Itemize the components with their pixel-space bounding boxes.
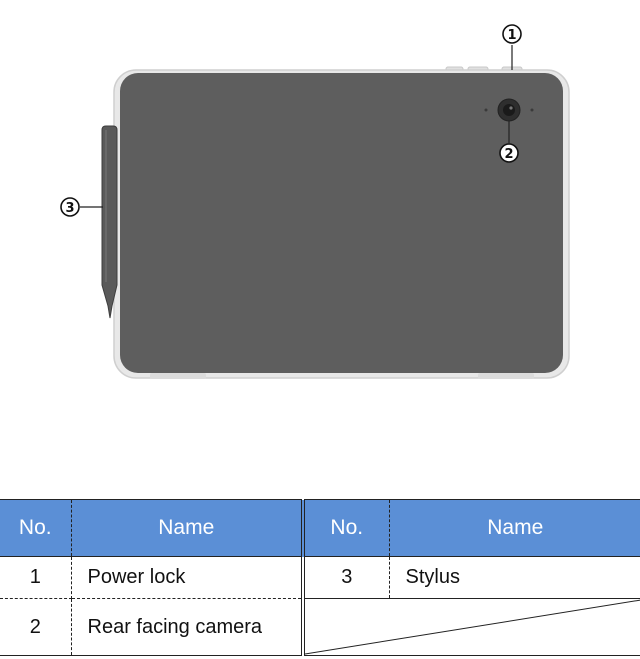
svg-text:2: 2 xyxy=(504,147,513,162)
header-no-right: No. xyxy=(303,499,390,557)
row2-no-left: 2 xyxy=(0,598,72,656)
stylus xyxy=(101,125,118,319)
svg-text:3: 3 xyxy=(65,201,74,216)
callout-3: 3 xyxy=(60,197,80,217)
flash-dot-right xyxy=(530,108,534,112)
row1-no-left: 1 xyxy=(0,556,72,599)
row1-no-right: 3 xyxy=(303,556,390,599)
row1-name-right: Stylus xyxy=(389,556,640,599)
tablet-body xyxy=(120,73,563,373)
callout-1: 1 xyxy=(502,24,522,44)
tablet-rear-diagram: 1 2 3 xyxy=(60,24,570,379)
table-header-row: No. Name No. Name xyxy=(0,499,640,557)
diagonal-slash xyxy=(305,599,640,655)
header-name-left: Name xyxy=(71,499,305,557)
table-row: 1 Power lock 3 Stylus xyxy=(0,556,640,599)
row1-name-left: Power lock xyxy=(71,556,305,599)
empty-cell-diagonal xyxy=(303,598,640,656)
row2-name-left: Rear facing camera xyxy=(71,598,305,656)
callout-2: 2 xyxy=(499,143,519,163)
header-name-right: Name xyxy=(389,499,640,557)
camera-lens xyxy=(503,104,515,116)
header-no-left: No. xyxy=(0,499,72,557)
table-row: 2 Rear facing camera xyxy=(0,598,640,656)
bottom-foot-right xyxy=(478,373,534,379)
flash-dot-left xyxy=(484,108,488,112)
svg-text:1: 1 xyxy=(507,28,516,43)
bottom-foot-left xyxy=(150,373,206,379)
camera-glint xyxy=(509,106,513,110)
parts-table: No. Name No. Name 1 Power lock 3 Stylus … xyxy=(0,499,640,656)
